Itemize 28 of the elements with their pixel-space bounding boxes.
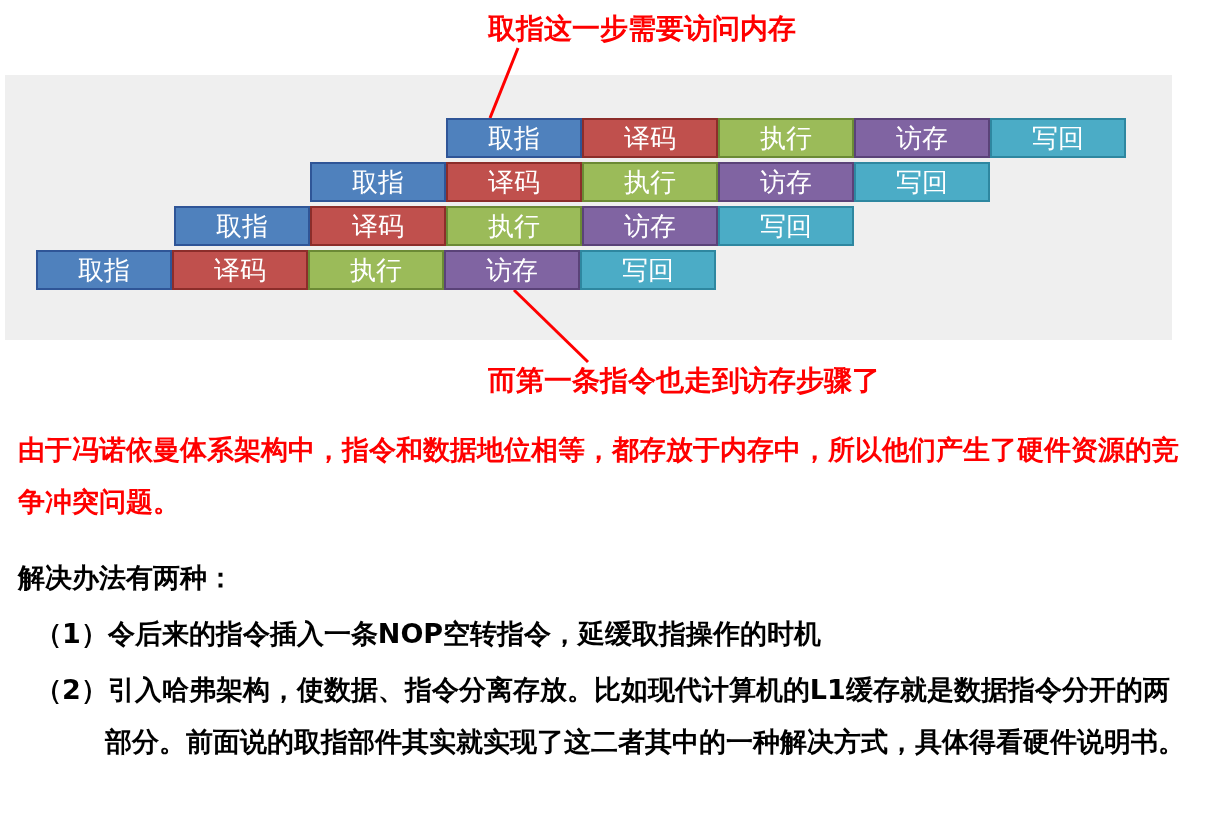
stage-block: 访存 <box>444 250 580 290</box>
stage-block: 访存 <box>582 206 718 246</box>
stage-block: 执行 <box>718 118 854 158</box>
callout-text: 取指这一步需要访问内存 <box>488 10 796 48</box>
stage-block: 访存 <box>718 162 854 202</box>
stage-block: 取指 <box>174 206 310 246</box>
list-item: （2）引入哈弗架构，使数据、指令分离存放。比如现代计算机的L1缓存就是数据指令分开的两部分。前面说的取指部件其实就实现了这二者其中的一种解决方式，具体得看硬件说明书。 <box>35 673 1185 759</box>
stage-block: 取指 <box>36 250 172 290</box>
stage-block: 写回 <box>580 250 716 290</box>
stage-block: 译码 <box>172 250 308 290</box>
callout-text: 而第一条指令也走到访存步骤了 <box>488 362 880 400</box>
heading: 解决办法有两种： <box>18 561 235 595</box>
stage-block: 译码 <box>446 162 582 202</box>
stage-block: 译码 <box>310 206 446 246</box>
stage-block: 执行 <box>446 206 582 246</box>
leader-line <box>512 288 590 364</box>
stage-block: 译码 <box>582 118 718 158</box>
stage-block: 写回 <box>990 118 1126 158</box>
stage-block: 执行 <box>582 162 718 202</box>
stage-block: 访存 <box>854 118 990 158</box>
list-item: （1）令后来的指令插入一条NOP空转指令，延缓取指操作的时机 <box>35 617 823 651</box>
stage-block: 写回 <box>718 206 854 246</box>
stage-block: 取指 <box>446 118 582 158</box>
stage-block: 取指 <box>310 162 446 202</box>
paragraph: 由于冯诺依曼体系架构中，指令和数据地位相等，都存放于内存中，所以他们产生了硬件资源的竞争冲突问题。 <box>18 433 1180 519</box>
stage-block: 执行 <box>308 250 444 290</box>
leader-line <box>488 47 520 119</box>
stage-block: 写回 <box>854 162 990 202</box>
